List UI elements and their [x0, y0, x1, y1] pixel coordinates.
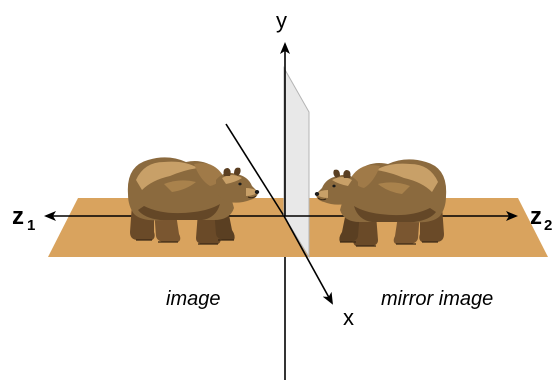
y-axis-label: y — [276, 8, 287, 33]
z1-axis-subscript: 1 — [27, 217, 35, 234]
x-axis-back — [225, 123, 285, 217]
z1-axis-label: z — [12, 203, 24, 230]
mirror-image-caption: mirror image — [381, 288, 493, 310]
z2-axis-subscript: 2 — [544, 217, 552, 234]
image-caption: image — [166, 288, 220, 310]
x-axis-front — [283, 215, 333, 305]
x-axis-label: x — [343, 305, 354, 330]
z2-axis-label: z — [530, 203, 542, 230]
mirror-plane — [283, 66, 310, 259]
